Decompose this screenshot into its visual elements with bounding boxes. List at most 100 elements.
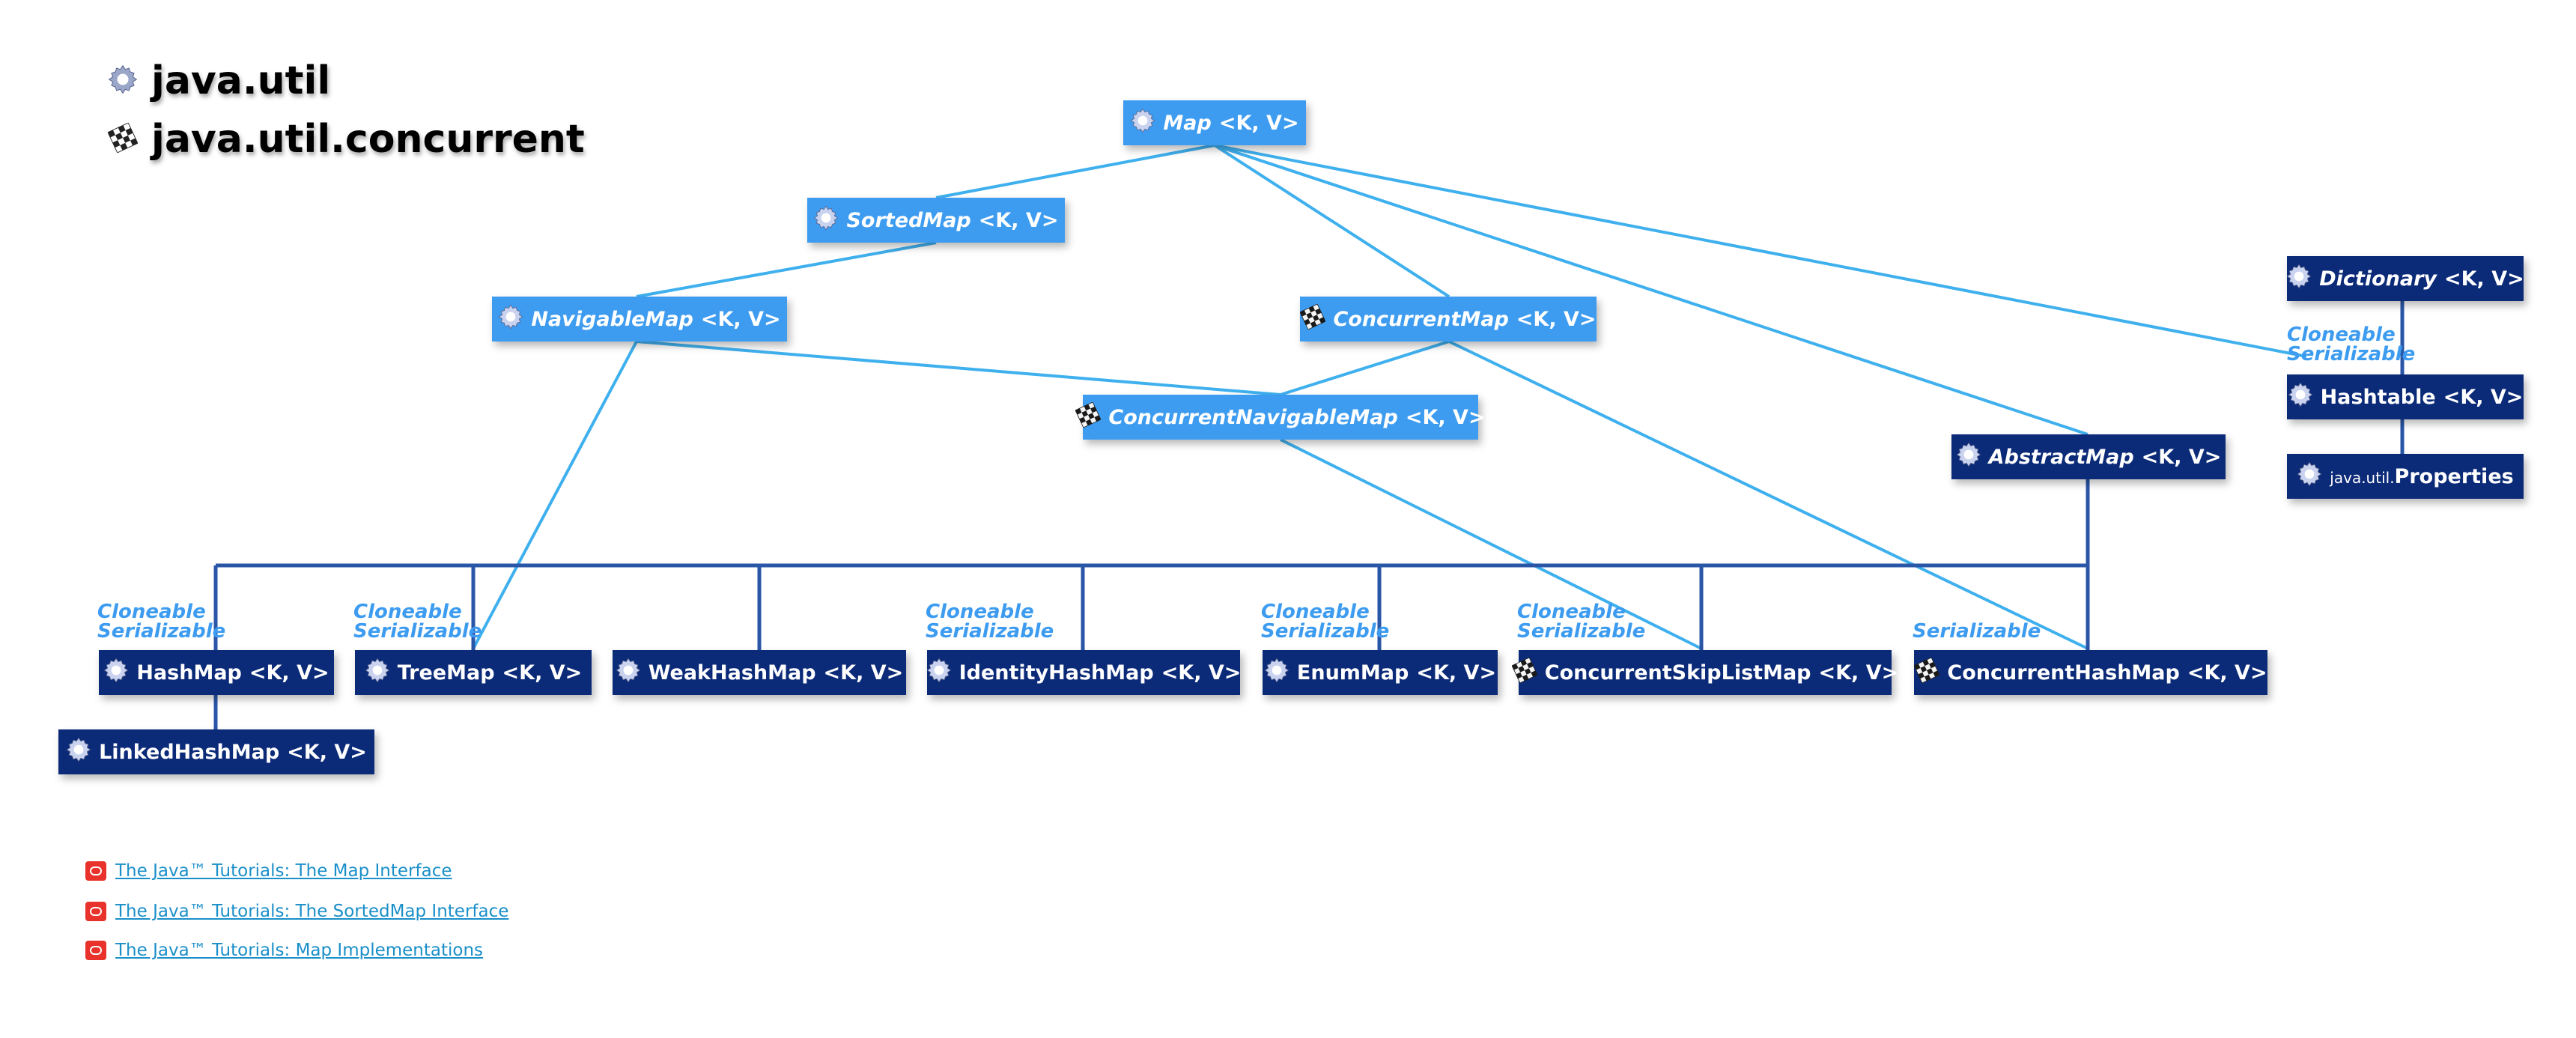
- annotation-line: Serializable: [2287, 343, 2416, 365]
- type-params: <K, V>: [2444, 267, 2524, 291]
- edge-map-abstractmap: [1214, 144, 2089, 436]
- gear-icon: [1956, 442, 1981, 473]
- node-abstractmap[interactable]: AbstractMap<K, V>: [1951, 434, 2226, 479]
- node-enummap[interactable]: EnumMap <K, V>: [1263, 650, 1498, 695]
- type-params: <K, V>: [1818, 661, 1899, 685]
- class-name: ConcurrentMap: [1333, 307, 1509, 331]
- type-params: <K, V>: [2443, 385, 2524, 409]
- class-name: ConcurrentSkipListMap: [1544, 661, 1811, 685]
- tutorial-link-map-interface[interactable]: The Java™ Tutorials: The Map Interface: [85, 858, 452, 884]
- node-concurrentmap[interactable]: ConcurrentMap <K, V>: [1299, 297, 1597, 342]
- annotation-concurrenthashmap: Serializable: [1913, 622, 2041, 641]
- type-params: <K, V>: [823, 661, 904, 685]
- node-identityhashmap[interactable]: IdentityHashMap <K, V>: [926, 650, 1242, 695]
- type-params: <K, V>: [2187, 661, 2267, 685]
- class-name: Dictionary: [2319, 267, 2437, 291]
- checkered-icon: [1299, 303, 1326, 335]
- gear-icon: [813, 205, 839, 236]
- annotation-line: Serializable: [1261, 620, 1390, 643]
- edge-concurrentmap-concurrenthashmap: [1448, 340, 2089, 650]
- type-params: <K, V>: [1416, 661, 1497, 685]
- class-name: ConcurrentHashMap: [1947, 661, 2180, 685]
- oracle-icon: [85, 941, 106, 960]
- legend-java-util-concurrent: java.util.concurrent: [107, 115, 585, 163]
- node-hashtable[interactable]: Hashtable <K, V>: [2287, 374, 2524, 419]
- gear-icon: [365, 658, 390, 688]
- type-params: <K, V>: [1405, 405, 1486, 429]
- edge-map-hashtable: [1214, 144, 2307, 358]
- tutorial-link-sortedmap-interface[interactable]: The Java™ Tutorials: The SortedMap Inter…: [85, 899, 508, 924]
- gear-icon: [108, 64, 138, 97]
- tutorial-link-map-implementations[interactable]: The Java™ Tutorials: Map Implementations: [85, 938, 483, 963]
- annotation-line: Cloneable: [2287, 324, 2396, 346]
- node-concurrentnavigablemap[interactable]: ConcurrentNavigableMap <K, V>: [1075, 395, 1486, 440]
- gear-icon: [926, 658, 952, 688]
- type-params: <K, V>: [700, 307, 781, 331]
- class-name: Hashtable: [2320, 385, 2436, 409]
- node-linkedhashmap[interactable]: LinkedHashMap <K, V>: [58, 729, 374, 774]
- class-name: ConcurrentNavigableMap: [1108, 405, 1398, 429]
- class-name: AbstractMap: [1988, 445, 2134, 469]
- gear-icon: [616, 658, 641, 688]
- gear-icon: [1130, 108, 1155, 139]
- legend-label: java.util: [151, 58, 331, 103]
- edge-navigablemap-treemap: [472, 341, 638, 649]
- class-simple-name: Properties: [2394, 464, 2514, 488]
- gear-icon: [498, 304, 523, 335]
- type-params: <K, V>: [502, 661, 583, 685]
- annotation-line: Serializable: [97, 620, 226, 643]
- class-name: TreeMap: [397, 661, 495, 685]
- link-label[interactable]: The Java™ Tutorials: The SortedMap Inter…: [115, 902, 509, 921]
- gear-icon: [66, 737, 91, 768]
- type-params: <K, V>: [1516, 307, 1597, 331]
- class-name: HashMap: [136, 661, 242, 685]
- node-concurrenthashmap[interactable]: ConcurrentHashMap <K, V>: [1913, 650, 2267, 695]
- node-treemap[interactable]: TreeMap <K, V>: [355, 650, 592, 695]
- class-name: IdentityHashMap: [959, 661, 1154, 685]
- node-map[interactable]: Map<K, V>: [1123, 100, 1306, 145]
- node-dictionary[interactable]: Dictionary <K, V>: [2286, 256, 2524, 301]
- type-params: <K, V>: [1161, 661, 1242, 685]
- checkered-icon: [1075, 401, 1102, 433]
- node-hashmap[interactable]: HashMap<K, V>: [99, 650, 334, 695]
- gear-icon: [103, 658, 129, 688]
- annotation-line: Serializable: [926, 620, 1054, 643]
- edge-navigablemap-concurrentnavigablemap: [636, 340, 1281, 396]
- node-properties[interactable]: java.util.Properties: [2287, 454, 2524, 499]
- node-sortedmap[interactable]: SortedMap <K, V>: [807, 198, 1065, 243]
- annotation-line: Cloneable: [353, 601, 462, 623]
- oracle-icon: [85, 902, 106, 921]
- type-params: <K, V>: [978, 208, 1059, 232]
- node-concurrentskiplistmap[interactable]: ConcurrentSkipListMap <K, V>: [1511, 650, 1898, 695]
- legend-java-util: java.util: [108, 57, 330, 105]
- class-name: Map: [1163, 111, 1212, 135]
- node-weakhashmap[interactable]: WeakHashMap <K, V>: [613, 650, 906, 695]
- class-name: EnumMap: [1296, 661, 1409, 685]
- type-params: <K, V>: [1218, 111, 1299, 135]
- oracle-icon: [85, 861, 106, 881]
- gear-icon: [2297, 461, 2322, 492]
- class-name: WeakHashMap: [648, 661, 816, 685]
- annotation-line: Cloneable: [97, 601, 206, 623]
- class-name: java.util.Properties: [2330, 465, 2513, 488]
- node-navigablemap[interactable]: NavigableMap<K, V>: [492, 297, 787, 342]
- link-label[interactable]: The Java™ Tutorials: The Map Interface: [115, 861, 452, 881]
- checkered-icon: [1511, 656, 1538, 688]
- checkered-icon: [107, 122, 139, 156]
- edge-sortedmap-navigablemap: [636, 241, 937, 298]
- link-label[interactable]: The Java™ Tutorials: Map Implementations: [115, 941, 484, 960]
- annotation-line: Cloneable: [926, 601, 1034, 623]
- class-name: SortedMap: [846, 208, 971, 232]
- checkered-icon: [1913, 656, 1940, 688]
- edge-concurrentmap-concurrentnavigablemap: [1280, 340, 1450, 396]
- edge-map-sortedmap: [935, 144, 1215, 199]
- type-params: <K, V>: [287, 740, 367, 764]
- class-name: LinkedHashMap: [99, 740, 280, 764]
- legend-label: java.util.concurrent: [151, 117, 585, 162]
